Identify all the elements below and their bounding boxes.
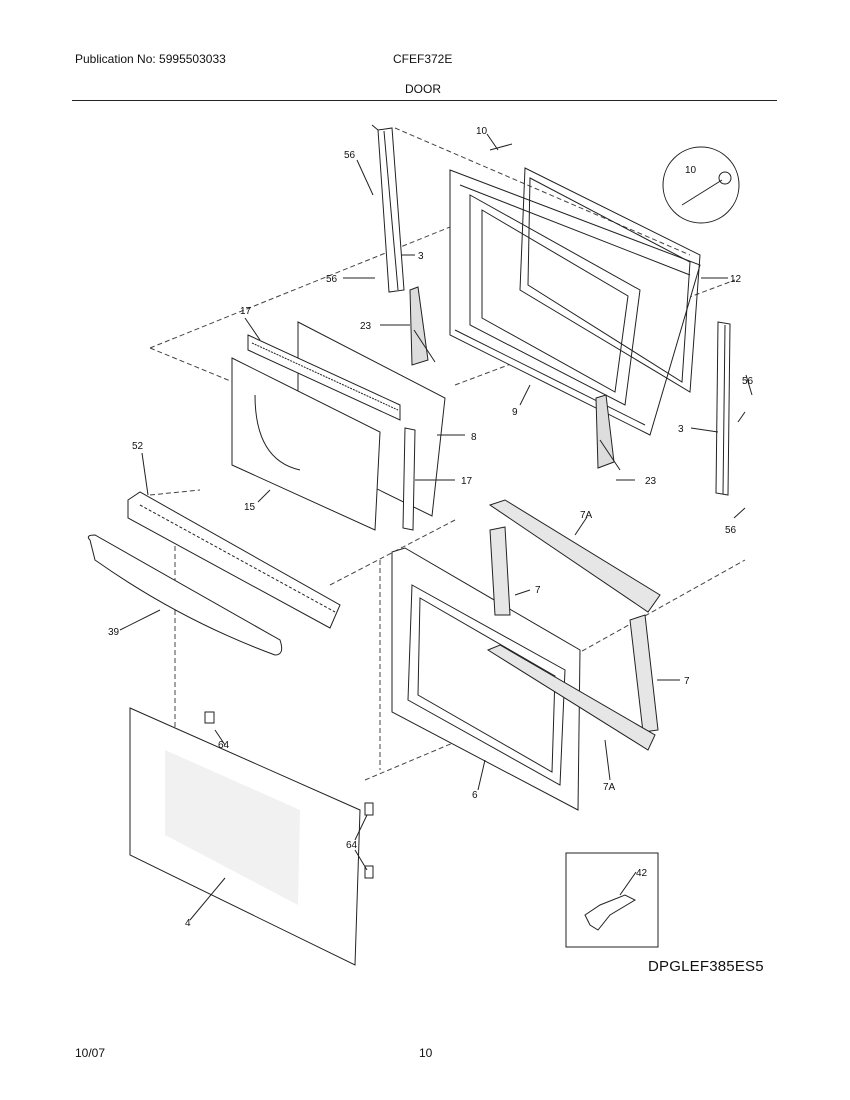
callout-56: 56 [344,150,356,161]
callout-15: 15 [244,502,256,513]
header-rule [72,100,777,101]
section-title: DOOR [405,82,441,96]
diagram-code: DPGLEF385ES5 [648,958,764,975]
clip-upper [204,711,215,724]
page-number: 10 [419,1046,433,1060]
callout-4: 4 [185,918,191,929]
model-number: CFEF372E [393,52,453,66]
callout-3: 3 [678,424,684,435]
callout-8: 8 [471,432,477,443]
callout-56: 56 [326,274,338,285]
callout-10: 10 [476,126,488,137]
insulation-strips [486,499,661,751]
callout-64: 64 [218,740,230,751]
hinge-left [409,286,436,366]
screw-top [489,143,513,151]
callout-56: 56 [725,525,737,536]
callout-7: 7 [684,676,690,687]
callout-23: 23 [645,476,657,487]
leader-lines [119,133,753,921]
side-channel-left [371,124,405,293]
outer-glass [129,707,361,966]
clip-right-upper [364,802,374,816]
callout-12: 12 [730,274,742,285]
callout-7: 7 [535,585,541,596]
clip-right-lower [364,865,374,879]
callout-10-detail: 10 [685,165,697,176]
callout-56: 56 [742,376,754,387]
detail-circle [662,146,740,224]
callout-39: 39 [108,627,120,638]
publication-number: Publication No: 5995503033 [75,52,226,66]
callout-7A: 7A [603,782,616,793]
hinge-right [595,394,621,471]
door-handle [87,534,283,656]
glass-panel-outer [231,357,381,531]
callout-9: 9 [512,407,518,418]
callout-3: 3 [418,251,424,262]
callout-64: 64 [346,840,358,851]
inner-door-frame [449,169,701,436]
side-channel-right [715,321,731,496]
vent-trim [127,491,341,629]
footer-date: 10/07 [75,1046,106,1060]
callout-7A: 7A [580,510,593,521]
callout-17: 17 [461,476,473,487]
outer-door-frame [391,547,581,811]
glass-retainer [247,334,416,531]
door-gasket-frame [519,167,701,393]
detail-box-bracket [565,852,659,948]
callout-17: 17 [240,306,252,317]
callout-52: 52 [132,441,144,452]
callout-6: 6 [472,790,478,801]
callout-42: 42 [636,868,648,879]
callout-23: 23 [360,321,372,332]
